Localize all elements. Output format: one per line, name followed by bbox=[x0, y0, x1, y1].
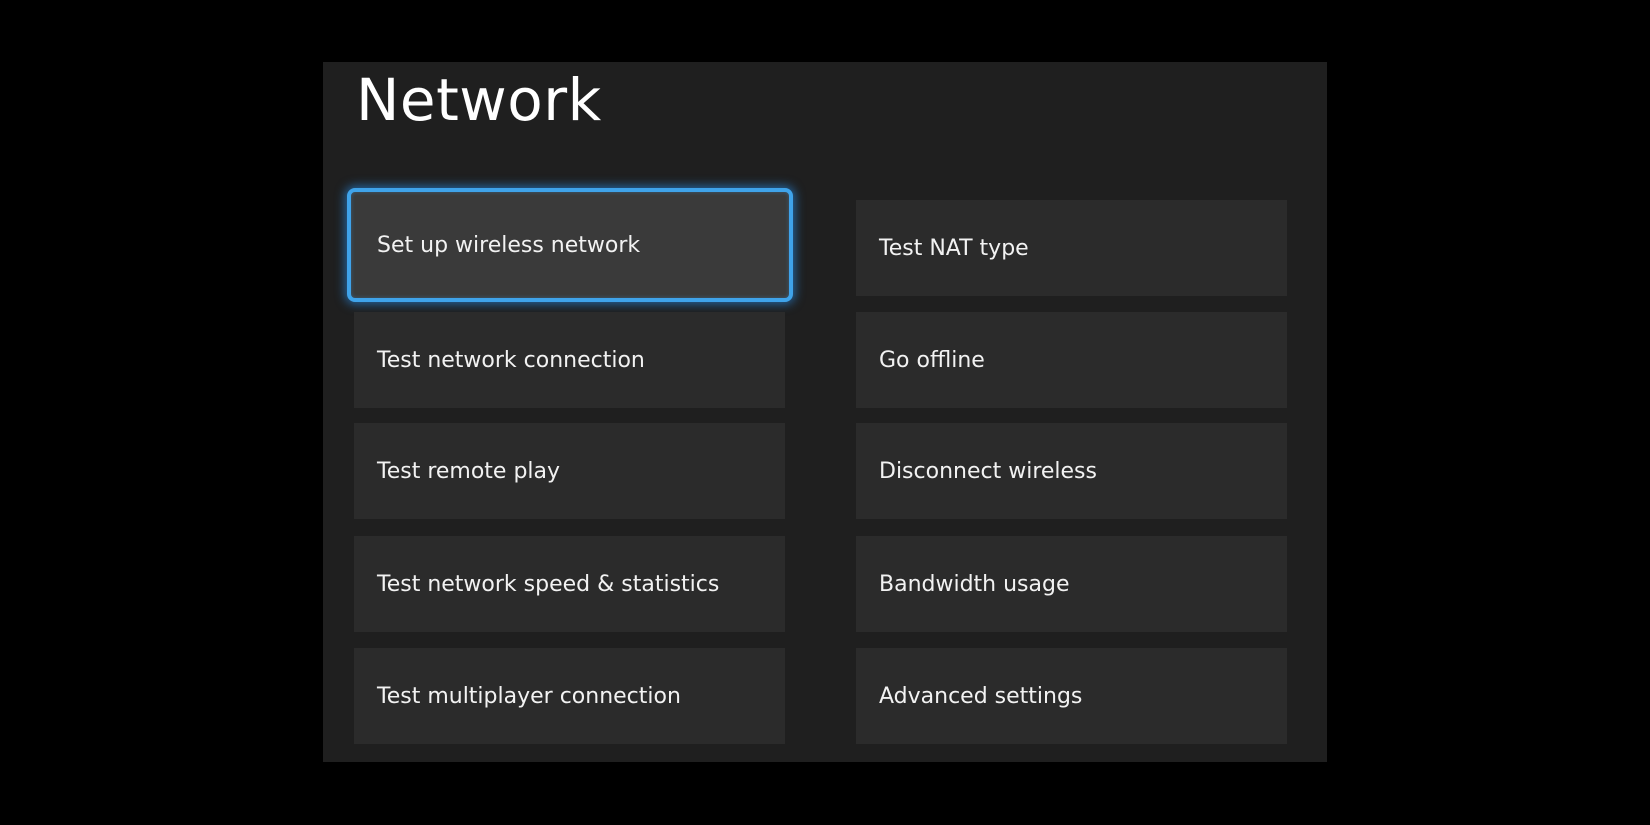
disconnect-wireless-button[interactable]: Disconnect wireless bbox=[856, 423, 1287, 519]
go-offline-button[interactable]: Go offline bbox=[856, 312, 1287, 408]
tile-label: Disconnect wireless bbox=[879, 458, 1097, 484]
tile-label: Test NAT type bbox=[879, 235, 1029, 261]
tile-label: Bandwidth usage bbox=[879, 571, 1070, 597]
test-network-speed-statistics-button[interactable]: Test network speed & statistics bbox=[354, 536, 785, 632]
test-network-connection-button[interactable]: Test network connection bbox=[354, 312, 785, 408]
test-nat-type-button[interactable]: Test NAT type bbox=[856, 200, 1287, 296]
tile-label: Test network speed & statistics bbox=[377, 571, 720, 597]
tile-label: Test remote play bbox=[377, 458, 561, 484]
tile-label: Go offline bbox=[879, 347, 985, 373]
page-title: Network bbox=[356, 66, 602, 134]
tile-label: Set up wireless network bbox=[377, 232, 641, 258]
network-settings-panel bbox=[323, 62, 1327, 762]
bandwidth-usage-button[interactable]: Bandwidth usage bbox=[856, 536, 1287, 632]
test-remote-play-button[interactable]: Test remote play bbox=[354, 423, 785, 519]
test-multiplayer-connection-button[interactable]: Test multiplayer connection bbox=[354, 648, 785, 744]
tile-label: Advanced settings bbox=[879, 683, 1083, 709]
advanced-settings-button[interactable]: Advanced settings bbox=[856, 648, 1287, 744]
tile-label: Test network connection bbox=[377, 347, 645, 373]
tile-label: Test multiplayer connection bbox=[377, 683, 681, 709]
set-up-wireless-network-button[interactable]: Set up wireless network bbox=[347, 188, 793, 302]
